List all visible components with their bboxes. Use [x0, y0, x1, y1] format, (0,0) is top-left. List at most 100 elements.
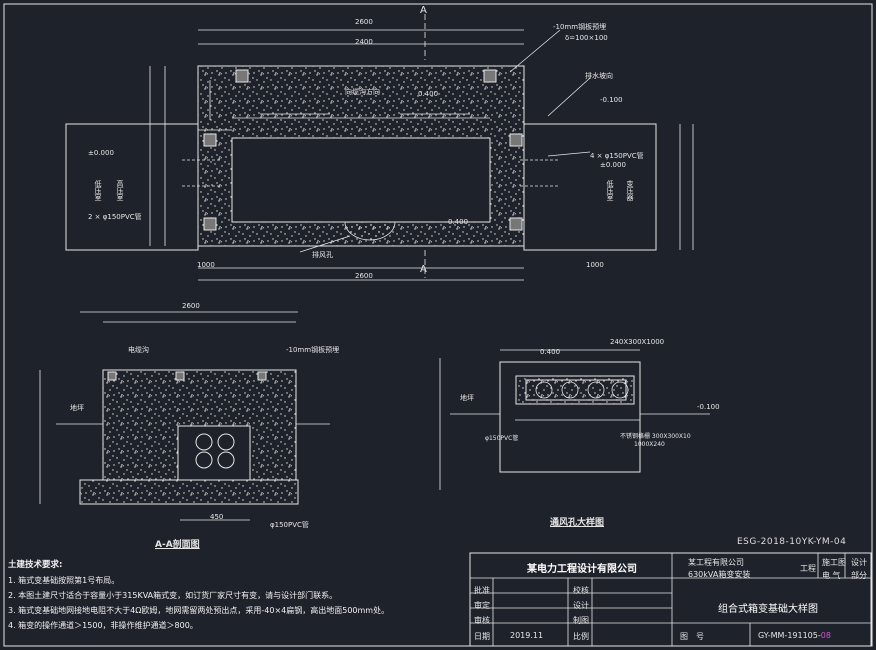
plan-label-steel-plate: -10mm钢板预埋 — [553, 23, 607, 31]
section-pipe-0 — [195, 433, 213, 451]
plan-vent-hole — [344, 221, 396, 241]
plan-leader-drain — [299, 235, 351, 253]
tb-mid-label-3: 制图 — [573, 616, 589, 625]
note-item-3: 3. 箱式变基础地网接地电阻不大于4Ω欧姆，地网需留两处预出点，采用-40×4扁… — [8, 606, 390, 615]
tb-row-label-4: 日期 — [474, 632, 490, 641]
drawing-number: ESG-2018-10YK-YM-04 — [737, 537, 847, 547]
plan-embedded-plate-2 — [203, 133, 217, 147]
plan-right-pad — [523, 123, 657, 251]
plan-dim-bottom-right: 1000 — [586, 261, 604, 269]
vent-pipe-3 — [611, 381, 629, 399]
section-pipe-3 — [217, 451, 235, 469]
plan-dim-bottom: 2600 — [355, 272, 373, 280]
vent-pipe-2 — [587, 381, 605, 399]
tb-mid-label-2: 设计 — [573, 601, 589, 610]
plan-embedded-plate-5 — [509, 217, 523, 231]
tb-stage1: 施工图 — [822, 558, 846, 567]
tb-drawing-no-main: GY-MM-191105- — [758, 631, 821, 640]
technical-notes: 土建技术要求: 1. 箱式变基础按照第1号布局。 2. 本图土建尺寸适合于容量小… — [8, 558, 389, 633]
plan-pipe-left: 2 × φ150PVC管 — [88, 213, 142, 221]
sheet-border — [3, 3, 873, 647]
tb-row-label-2: 审定 — [474, 601, 490, 610]
section-label-cable: 电缆沟 — [128, 346, 149, 354]
plan-left-room2: 高压室 — [116, 180, 124, 201]
vent-label-size: 1000X240 — [634, 441, 665, 448]
tb-project-name: 630kVA箱变安装 — [688, 570, 751, 579]
tb-company: 某电力工程设计有限公司 — [527, 564, 637, 575]
plan-drain: 排风孔 — [312, 251, 333, 259]
vent-grate-frame — [515, 375, 635, 405]
plan-right-zero: ±0.000 — [600, 161, 626, 169]
vent-level-right: -0.100 — [697, 403, 720, 411]
plan-label-slope: 排水坡向 — [585, 72, 613, 80]
vent-grate: 240X300X1000 — [610, 338, 665, 346]
tb-mid-label-4: 比例 — [573, 632, 589, 641]
note-item-2: 2. 本图土建尺寸适合于容量小于315KVA箱式变，如订货厂家尺寸有变，请与设计… — [8, 591, 338, 600]
plan-leader-pipe — [547, 151, 591, 157]
plan-dim-top-inner: 2400 — [355, 38, 373, 46]
title-block — [469, 552, 872, 647]
tb-stage2: 设计 — [851, 558, 867, 567]
section-label-ground: 地坪 — [70, 404, 84, 412]
vent-level: 0.400 — [540, 348, 561, 356]
vent-pipe-0 — [535, 381, 553, 399]
vent-label-pipe: φ150PVC管 — [485, 435, 519, 442]
plan-pipe-right: 4 × φ150PVC管 — [590, 152, 644, 160]
section-footing — [79, 479, 299, 505]
section-pipe-1 — [217, 433, 235, 451]
vent-pipe-1 — [561, 381, 579, 399]
plan-inner-level: 0.400 — [448, 218, 469, 226]
plan-leader-plate — [509, 29, 561, 73]
plan-level-top: 0.400 — [418, 90, 439, 98]
plan-right-room2: 变压器 — [626, 180, 634, 201]
plan-label-slope-desc: 向缆沟方向 — [345, 88, 380, 96]
section-plate-0 — [107, 371, 117, 381]
section-pipe-2 — [195, 451, 213, 469]
plan-dim-top-total: 2600 — [355, 18, 373, 26]
plan-embedded-plate-1 — [483, 69, 497, 83]
plan-embedded-plate-0 — [235, 69, 249, 83]
tb-project-label: 工程 — [800, 564, 816, 573]
tb-dept2: 部分 — [851, 571, 867, 580]
section-marker-top: A — [420, 5, 427, 16]
plan-right-room: 低压室 — [606, 180, 614, 201]
plan-left-pad — [65, 123, 199, 251]
tb-date: 2019.11 — [510, 631, 544, 640]
section-aa-title: A-A剖面图 — [155, 540, 200, 550]
vent-grate — [525, 379, 627, 401]
tb-row-label-1: 批准 — [474, 586, 490, 595]
tb-drawing-no: GY-MM-191105-08 — [758, 631, 831, 640]
section-marker-bottom: A — [420, 264, 427, 275]
tb-drawing-no-label: 图 号 — [680, 632, 704, 641]
plan-left-zero: ±0.000 — [88, 149, 114, 157]
section-plate-1 — [175, 371, 185, 381]
note-item-1: 1. 箱式变基础按照第1号布局。 — [8, 576, 120, 585]
plan-left-room: 低压室 — [94, 180, 102, 201]
section-pipe-box — [177, 425, 251, 481]
plan-label-plate-size: δ=100×100 — [565, 34, 608, 42]
tb-dept1: 电 气 — [822, 571, 841, 580]
plan-dim-bottom-left: 1000 — [197, 261, 215, 269]
tb-row-label-3: 审核 — [474, 616, 490, 625]
vent-outline — [499, 361, 641, 473]
section-label-plate: -10mm钢板预埋 — [286, 346, 340, 354]
plan-embedded-plate-4 — [203, 217, 217, 231]
vent-detail-title: 通风孔大样图 — [550, 518, 605, 528]
note-item-4: 4. 箱变的操作通道＞1500，非操作维护通道＞800。 — [8, 621, 198, 630]
notes-heading: 土建技术要求: — [8, 560, 63, 570]
tb-drawing-title: 组合式箱变基础大样图 — [718, 604, 818, 615]
plan-leader-slope — [547, 77, 591, 117]
plan-embedded-plate-3 — [509, 133, 523, 147]
tb-mid-label-1: 校核 — [573, 586, 589, 595]
plan-level-right: -0.100 — [600, 96, 623, 104]
tb-drawing-no-suffix: 08 — [820, 631, 831, 640]
section-label-pipe: φ150PVC管 — [270, 521, 309, 529]
section-plate-2 — [257, 371, 267, 381]
section-dim-bottom: 450 — [210, 513, 224, 521]
tb-project-owner: 某工程有限公司 — [688, 558, 744, 567]
section-dim-top: 2600 — [182, 302, 200, 310]
vent-label-ground: 地坪 — [460, 394, 474, 402]
vent-label-frame: 不锈钢格栅 300X300X10 — [620, 433, 691, 440]
plan-opening — [231, 137, 491, 223]
